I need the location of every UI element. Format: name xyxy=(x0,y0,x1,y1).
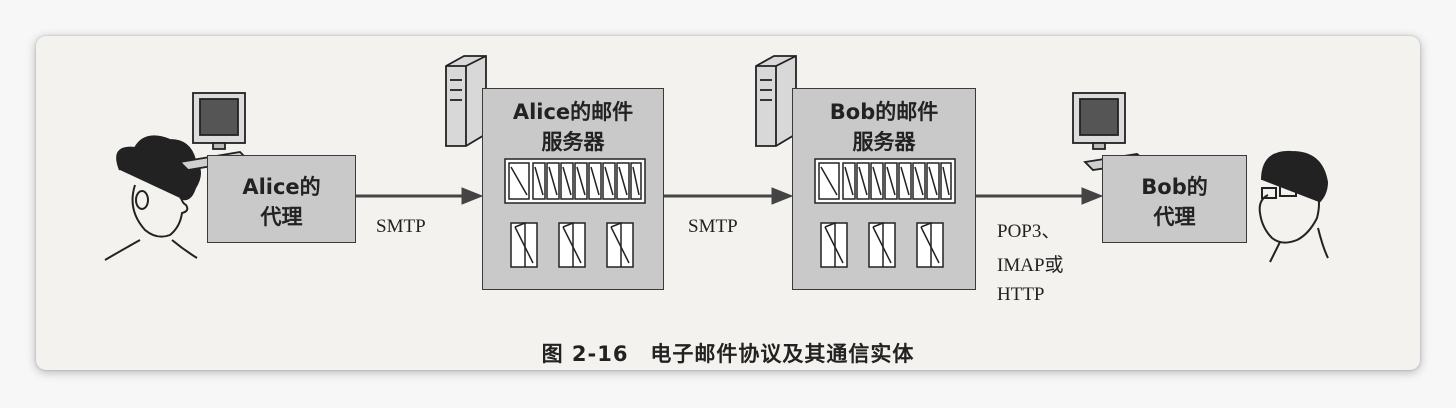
protocol-retrieval-line-2: IMAP或 xyxy=(997,255,1064,276)
alice-server-box: Alice的邮件 服务器 xyxy=(482,88,664,290)
bob-server-mail-queue xyxy=(814,158,956,268)
alice-agent-box: Alice的 代理 xyxy=(207,155,356,243)
alice-agent-label-2: 代理 xyxy=(260,205,303,229)
protocol-retrieval-line-3: HTTP xyxy=(997,284,1045,305)
bob-server-label-1: Bob的邮件 xyxy=(829,100,939,124)
bob-message-queue-icon xyxy=(814,158,956,204)
arrows xyxy=(356,187,1104,205)
figure-caption: 图 2-16 电子邮件协议及其通信实体 xyxy=(541,342,915,366)
alice-message-queue-icon xyxy=(504,158,646,204)
alice-person-icon xyxy=(104,135,201,261)
alice-server-label-1: Alice的邮件 xyxy=(512,100,634,124)
bob-agent-label-1: Bob的 xyxy=(1141,175,1208,199)
alice-agent-label-1: Alice的 xyxy=(242,175,321,199)
arrow-alice-to-server-head xyxy=(461,187,484,205)
alice-server-mail-queue xyxy=(504,158,646,268)
bob-agent-box: Bob的 代理 xyxy=(1102,155,1247,243)
bob-person-icon xyxy=(1258,150,1329,263)
alice-server-tower-icon xyxy=(445,55,487,147)
arrow-server-to-server-head xyxy=(771,187,794,205)
bob-mailbox-icons xyxy=(820,221,944,268)
alice-mailbox-icons xyxy=(510,221,634,268)
arrow-bob-server-to-agent-head xyxy=(1081,187,1104,205)
protocol-retrieval-line-1: POP3、 xyxy=(997,221,1061,242)
alice-computer-icon xyxy=(178,92,250,171)
bob-computer-icon xyxy=(1072,92,1150,171)
protocol-smtp-servers: SMTP xyxy=(688,216,738,237)
bob-agent-label-2: 代理 xyxy=(1153,205,1196,229)
protocol-smtp-alice: SMTP xyxy=(376,216,426,237)
alice-server-label-2: 服务器 xyxy=(541,130,605,154)
bob-server-label-2: 服务器 xyxy=(852,130,916,154)
bob-server-box: Bob的邮件 服务器 xyxy=(792,88,976,290)
bob-server-tower-icon xyxy=(755,55,797,147)
